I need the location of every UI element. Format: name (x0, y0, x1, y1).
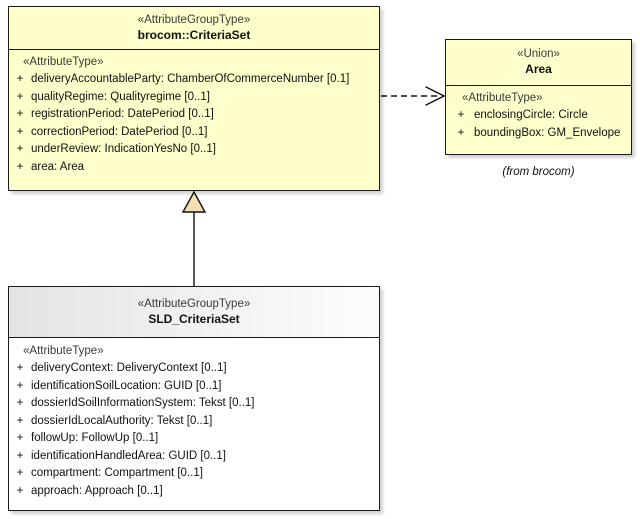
attribute-signature: boundingBox: GM_Envelope (474, 126, 621, 139)
visibility-marker: + (16, 379, 24, 392)
dependency-criteriaset-area[interactable] (381, 86, 446, 106)
attribute-compartment-stereotype: «AttributeType» (462, 92, 543, 105)
visibility-marker: + (16, 432, 24, 445)
attribute-row[interactable]: + identificationSoilLocation: GUID [0..1… (9, 378, 379, 396)
visibility-marker: + (16, 143, 24, 156)
attribute-row[interactable]: + followUp: FollowUp [0..1] (9, 430, 379, 448)
visibility-marker: + (16, 73, 24, 86)
dependency-open-arrowhead (425, 86, 446, 106)
generalization-sld-criteriaset[interactable] (181, 190, 207, 286)
attribute-signature: identificationHandledArea: GUID [0..1] (31, 449, 226, 462)
attribute-row[interactable]: + enclosingCircle: Circle (446, 107, 631, 125)
class-name: brocom::CriteriaSet (137, 27, 251, 42)
attribute-signature: correctionPeriod: DatePeriod [0..1] (31, 125, 208, 138)
class-stereotype: «AttributeGroupType» (137, 298, 251, 310)
class-name: SLD_CriteriaSet (148, 311, 240, 326)
attribute-signature: registrationPeriod: DatePeriod [0..1] (31, 108, 214, 121)
class-box-criteriaset[interactable]: «AttributeGroupType» brocom::CriteriaSet… (8, 6, 380, 191)
visibility-marker: + (16, 125, 24, 138)
class-box-sld-criteriaset[interactable]: «AttributeGroupType» SLD_CriteriaSet «At… (8, 286, 380, 511)
attribute-row[interactable]: + approach: Approach [0..1] (9, 483, 379, 501)
visibility-marker: + (16, 90, 24, 103)
visibility-marker: + (16, 449, 24, 462)
attribute-row[interactable]: + dossierIdSoilInformationSystem: Tekst … (9, 395, 379, 413)
generalization-triangle (181, 190, 207, 213)
class-attributes-criteriaset: «AttributeType» + deliveryAccountablePar… (9, 50, 379, 182)
class-box-area[interactable]: «Union» Area «AttributeType» + enclosing… (445, 39, 632, 155)
attribute-signature: identificationSoilLocation: GUID [0..1] (31, 379, 222, 392)
visibility-marker: + (457, 109, 465, 122)
attribute-signature: dossierIdSoilInformationSystem: Tekst [0… (31, 397, 255, 410)
attribute-row[interactable]: + dossierIdLocalAuthority: Tekst [0..1] (9, 413, 379, 431)
attribute-row[interactable]: + deliveryAccountableParty: ChamberOfCom… (9, 71, 379, 89)
attribute-row[interactable]: + qualityRegime: Qualityregime [0..1] (9, 89, 379, 107)
visibility-marker: + (16, 467, 24, 480)
class-stereotype: «AttributeGroupType» (137, 14, 251, 26)
attribute-signature: enclosingCircle: Circle (474, 109, 588, 122)
attribute-signature: approach: Approach [0..1] (31, 484, 163, 497)
attribute-signature: area: Area (31, 160, 85, 173)
attribute-signature: deliveryContext: DeliveryContext [0..1] (31, 362, 227, 375)
class-attributes-sld-criteriaset: «AttributeType» + deliveryContext: Deliv… (9, 338, 379, 507)
visibility-marker: + (16, 160, 24, 173)
attribute-signature: followUp: FollowUp [0..1] (31, 432, 159, 445)
attribute-signature: qualityRegime: Qualityregime [0..1] (31, 90, 210, 103)
class-header-criteriaset: «AttributeGroupType» brocom::CriteriaSet (9, 7, 379, 51)
attribute-signature: dossierIdLocalAuthority: Tekst [0..1] (31, 414, 213, 427)
visibility-marker: + (16, 484, 24, 497)
attribute-row[interactable]: + boundingBox: GM_Envelope (446, 125, 631, 143)
from-package-label: (from brocom) (502, 166, 575, 178)
attribute-row[interactable]: + underReview: IndicationYesNo [0..1] (9, 141, 379, 159)
attribute-signature: underReview: IndicationYesNo [0..1] (31, 143, 216, 156)
attribute-row[interactable]: + area: Area (9, 159, 379, 177)
attribute-row[interactable]: + compartment: Compartment [0..1] (9, 465, 379, 483)
class-stereotype: «Union» (517, 48, 560, 60)
visibility-marker: + (16, 108, 24, 121)
attribute-compartment-stereotype: «AttributeType» (23, 56, 104, 69)
visibility-marker: + (457, 126, 465, 139)
visibility-marker: + (16, 362, 24, 375)
attribute-row[interactable]: + identificationHandledArea: GUID [0..1] (9, 448, 379, 466)
attribute-signature: deliveryAccountableParty: ChamberOfComme… (31, 73, 350, 86)
attribute-signature: compartment: Compartment [0..1] (31, 467, 203, 480)
class-header-sld-criteriaset: «AttributeGroupType» SLD_CriteriaSet (9, 287, 379, 339)
class-attributes-area: «AttributeType» + enclosingCircle: Circl… (446, 86, 631, 148)
visibility-marker: + (16, 414, 24, 427)
attribute-compartment-stereotype: «AttributeType» (23, 345, 104, 358)
attribute-row[interactable]: + registrationPeriod: DatePeriod [0..1] (9, 106, 379, 124)
attribute-row[interactable]: + deliveryContext: DeliveryContext [0..1… (9, 360, 379, 378)
class-name: Area (525, 61, 552, 76)
class-header-area: «Union» Area (446, 40, 631, 87)
attribute-row[interactable]: + correctionPeriod: DatePeriod [0..1] (9, 124, 379, 142)
visibility-marker: + (16, 397, 24, 410)
